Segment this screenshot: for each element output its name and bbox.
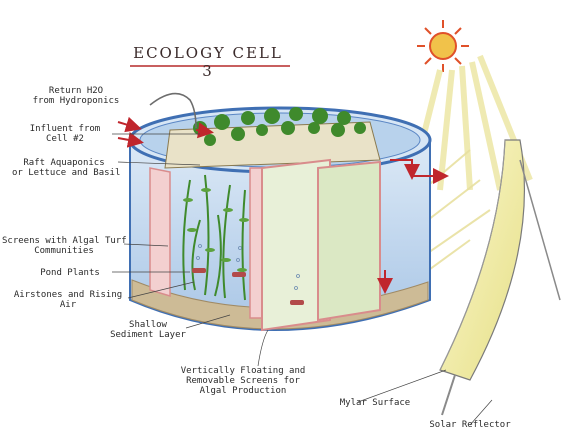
label-mylar: Mylar Surface xyxy=(330,398,420,408)
diagram-title: ECOLOGY CELL 3 xyxy=(128,44,288,80)
sun-icon xyxy=(417,20,469,72)
label-solar-reflector: Solar Reflector xyxy=(420,420,520,430)
label-pond-plants: Pond Plants xyxy=(28,268,112,278)
